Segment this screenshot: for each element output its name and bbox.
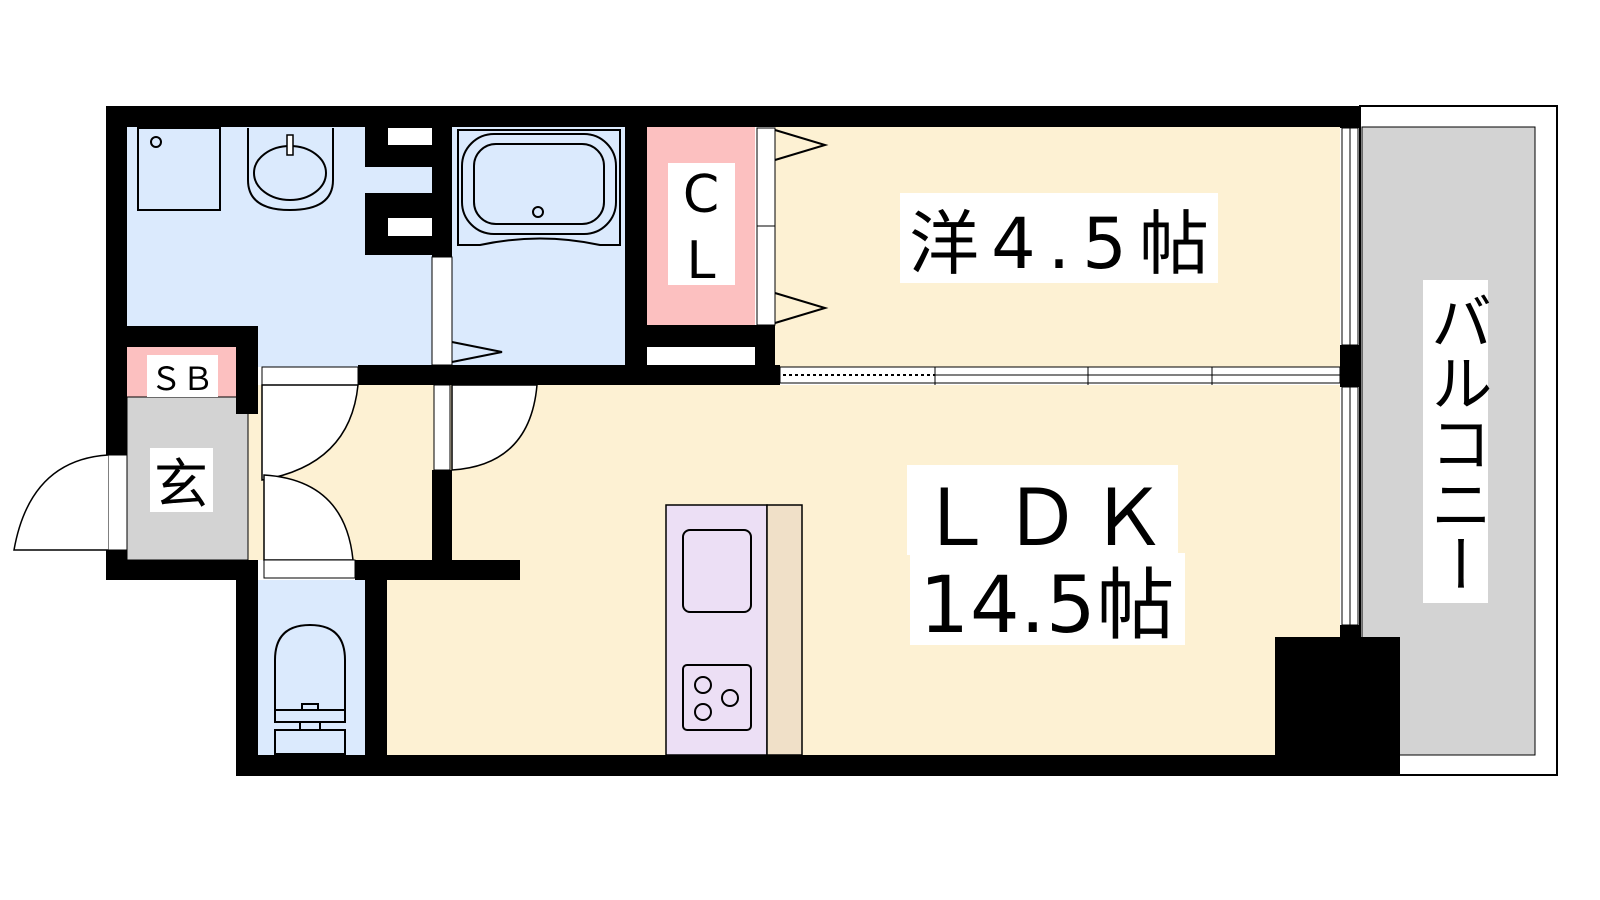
- toilet-tank-icon: [274, 703, 346, 723]
- toilet-tank-icon: [299, 721, 321, 731]
- washroom-door-frame: [261, 366, 359, 386]
- faucet-icon: [286, 134, 294, 156]
- entrance-door-frame: [107, 454, 128, 551]
- balcony-label-bg: [1423, 280, 1488, 603]
- shoe-box-label-bg: [147, 355, 218, 397]
- kitchen-sink-icon: [682, 529, 752, 613]
- wall-niche: [388, 218, 432, 236]
- burner-icon: [694, 676, 712, 694]
- shoe-box-label: ＳＢ: [150, 360, 214, 398]
- closet-label-bottom: L: [687, 231, 716, 291]
- bath-door[interactable]: [431, 256, 453, 366]
- closet-door[interactable]: [756, 225, 776, 326]
- tub-drain-icon: [532, 206, 544, 218]
- kitchen-backsplash: [766, 504, 803, 756]
- closet-label-top: C: [683, 165, 719, 225]
- drain-icon: [150, 136, 162, 148]
- bathtub-icon: [457, 129, 621, 246]
- burner-icon: [721, 689, 739, 707]
- toilet-icon: [274, 623, 346, 711]
- ldk-size-bg: [910, 553, 1185, 645]
- entrance-door[interactable]: [13, 454, 109, 551]
- stove-icon: [682, 664, 752, 731]
- ldk-door[interactable]: [451, 384, 538, 471]
- toilet-door-frame: [263, 559, 356, 579]
- western-label-bg: [900, 193, 1218, 283]
- ldk-label-bg: [907, 465, 1178, 555]
- burner-icon: [694, 703, 712, 721]
- walls: [106, 106, 1400, 776]
- western-room-label: 洋4.5帖: [909, 203, 1209, 285]
- sink-icon: [247, 128, 334, 212]
- ldk-size-label: 14.5帖: [920, 561, 1175, 651]
- washing-machine-space: [137, 127, 221, 211]
- ldk-door-frame: [433, 384, 451, 471]
- wall-niche: [388, 128, 432, 145]
- balcony-label: バルコニー: [1420, 290, 1493, 595]
- entrance-label-bg: [150, 448, 213, 512]
- entrance-label: 玄: [154, 453, 208, 516]
- ldk-floor: [387, 385, 1340, 755]
- folding-door-icon: [774, 129, 829, 161]
- closet-label-bg: [668, 163, 735, 285]
- ldk-label: ＬＤＫ: [917, 474, 1167, 564]
- tub-outer: [461, 133, 617, 235]
- folding-door-icon: [451, 341, 503, 363]
- closet-shelf: [647, 347, 755, 363]
- bathroom-floor: [452, 127, 625, 367]
- folding-door-icon: [774, 292, 829, 324]
- closet-door[interactable]: [756, 127, 776, 227]
- tub-inner: [473, 143, 605, 225]
